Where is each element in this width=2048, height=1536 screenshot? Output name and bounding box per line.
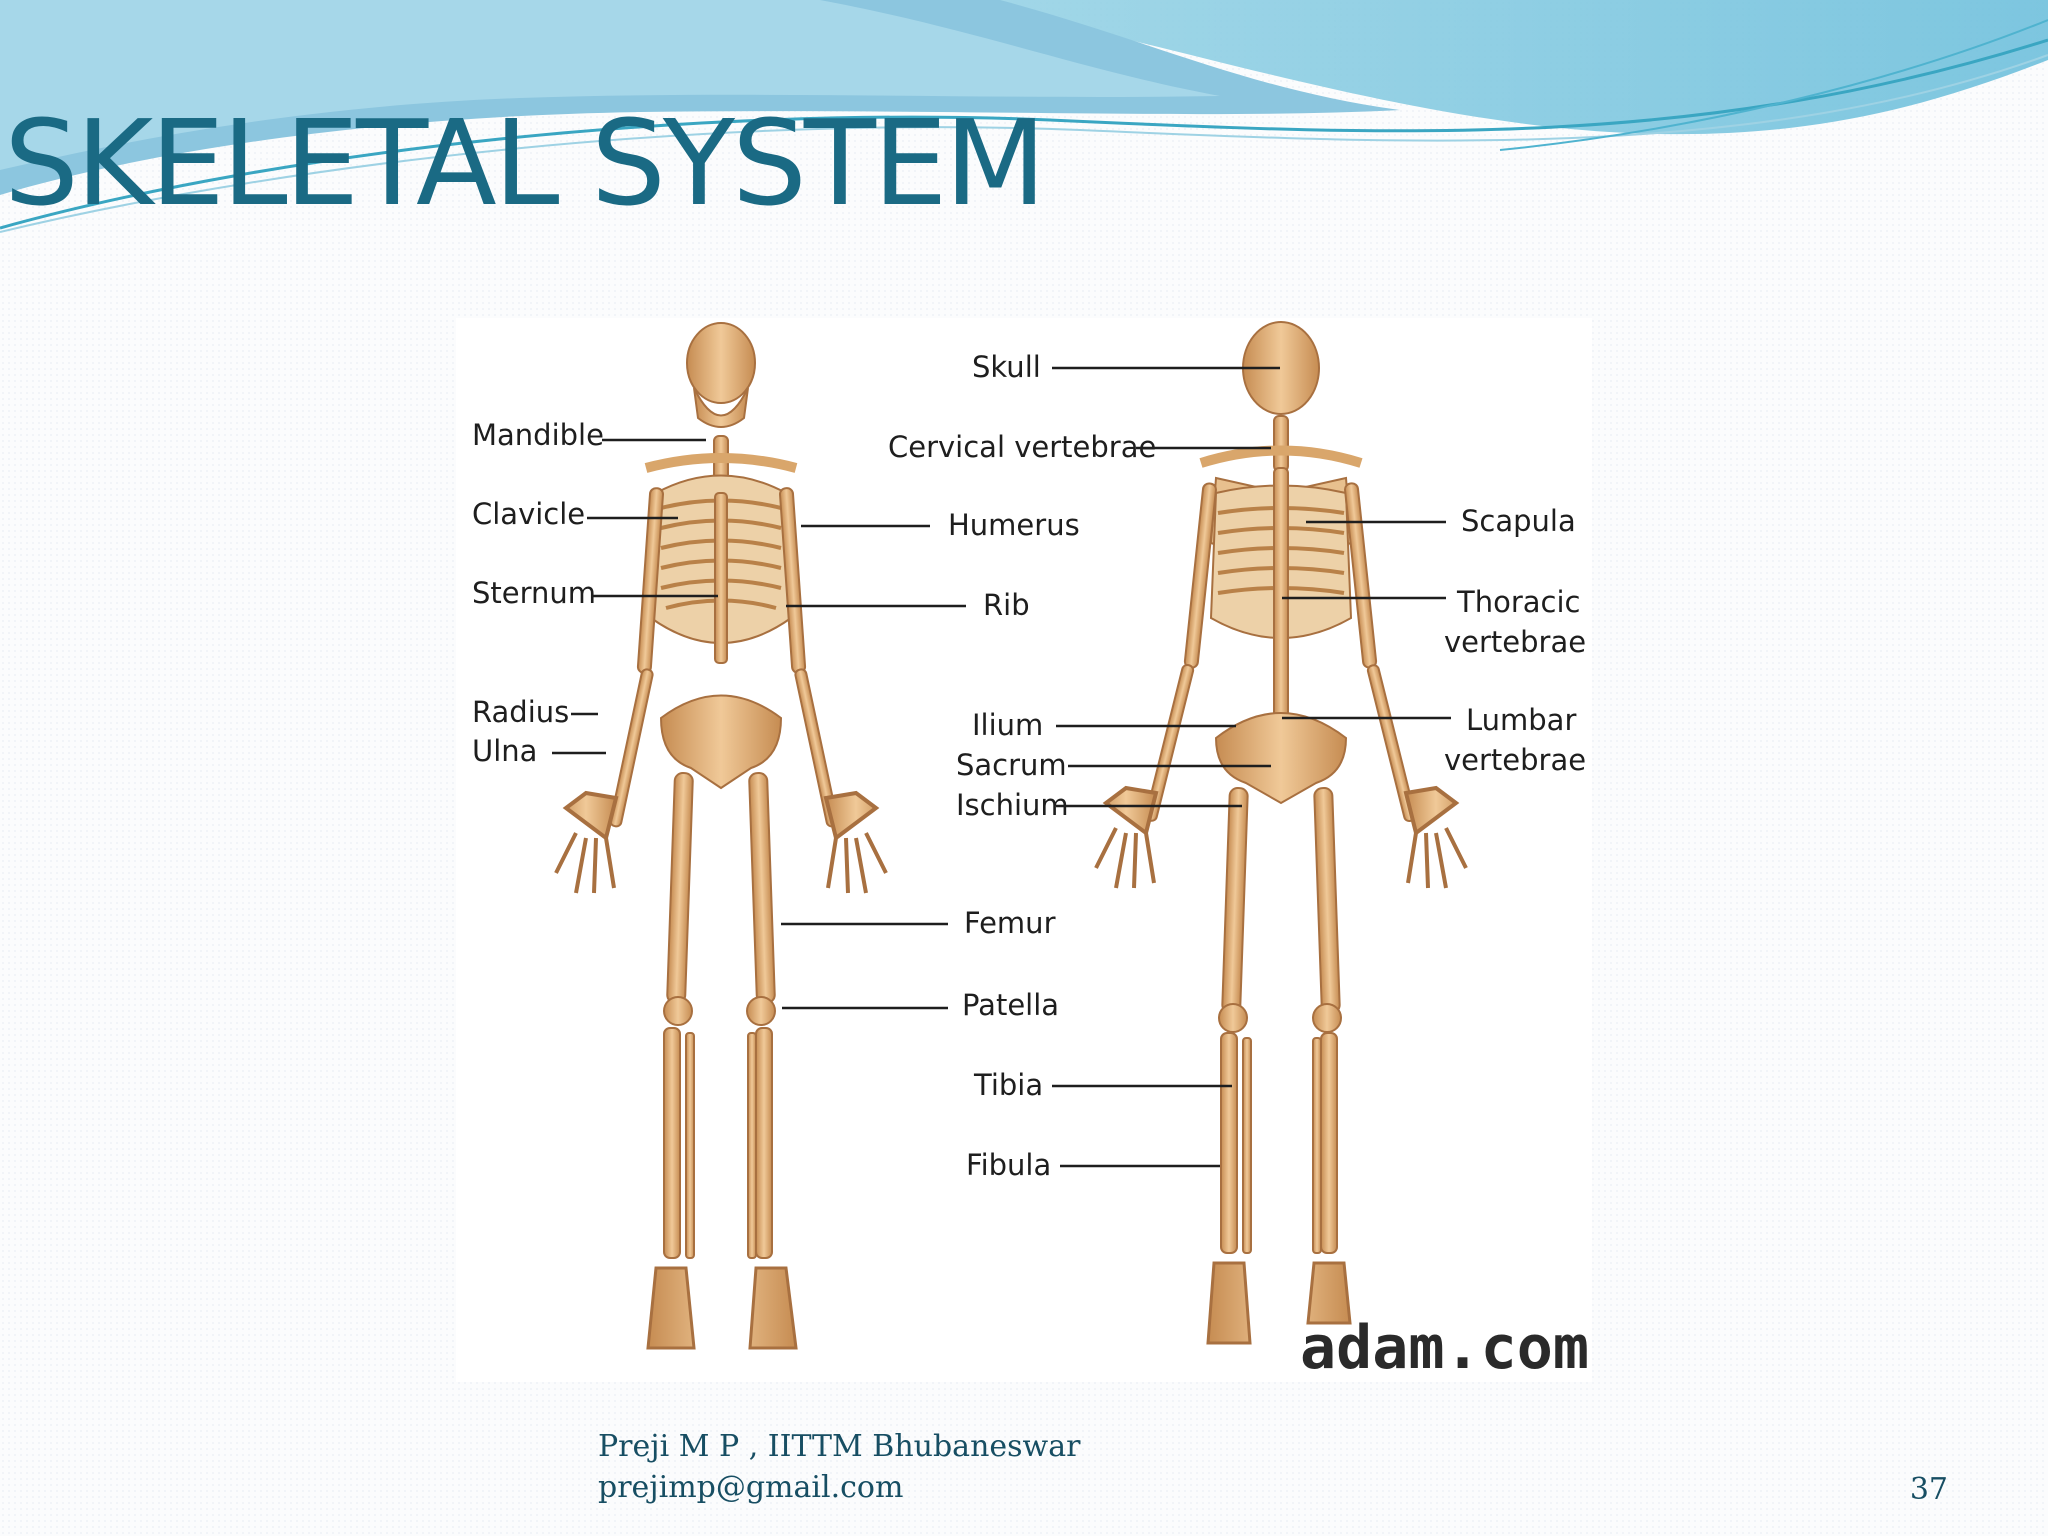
label-thoracic-line1: Thoracic <box>1456 585 1580 619</box>
label-fibula: Fibula <box>966 1148 1051 1182</box>
label-radius: Radius <box>472 695 569 729</box>
skeleton-diagram: Skull Cervical vertebrae Mandible Clavic… <box>456 318 1592 1382</box>
label-skull: Skull <box>972 350 1041 384</box>
label-ilium: Ilium <box>972 708 1043 742</box>
label-ischium: Ischium <box>956 788 1069 822</box>
label-lumbar-line2: vertebrae <box>1444 743 1586 777</box>
label-ulna: Ulna <box>472 734 537 768</box>
skeleton-diagram-svg: Skull Cervical vertebrae Mandible Clavic… <box>472 321 1589 1382</box>
label-cervical-vertebrae: Cervical vertebrae <box>888 430 1156 464</box>
footer-author: Preji M P , IITTM Bhubaneswar <box>598 1429 1081 1464</box>
page-number: 37 <box>1909 1472 1948 1507</box>
label-sternum: Sternum <box>472 576 596 610</box>
label-rib: Rib <box>983 588 1030 622</box>
label-femur: Femur <box>964 906 1056 940</box>
anterior-skeleton-illustration <box>554 322 888 1350</box>
footer-email: prejimp@gmail.com <box>598 1470 904 1505</box>
label-clavicle: Clavicle <box>472 497 585 531</box>
label-thoracic-line2: vertebrae <box>1444 625 1586 659</box>
watermark-adam-com: adam.com <box>1300 1313 1589 1382</box>
label-mandible: Mandible <box>472 418 604 452</box>
label-sacrum: Sacrum <box>956 748 1067 782</box>
posterior-skeleton-illustration <box>1094 321 1468 1345</box>
slide-title: SKELETAL SYSTEM <box>4 94 1046 232</box>
label-scapula: Scapula <box>1461 504 1576 538</box>
header-wave-decoration <box>0 0 2048 233</box>
label-lumbar-line1: Lumbar <box>1466 703 1576 737</box>
label-tibia: Tibia <box>973 1068 1043 1102</box>
footer-credit: Preji M P , IITTM Bhubaneswar prejimp@gm… <box>598 1426 1080 1508</box>
label-patella: Patella <box>962 988 1059 1022</box>
label-leader-lines <box>552 366 1451 1168</box>
label-humerus: Humerus <box>948 508 1080 542</box>
